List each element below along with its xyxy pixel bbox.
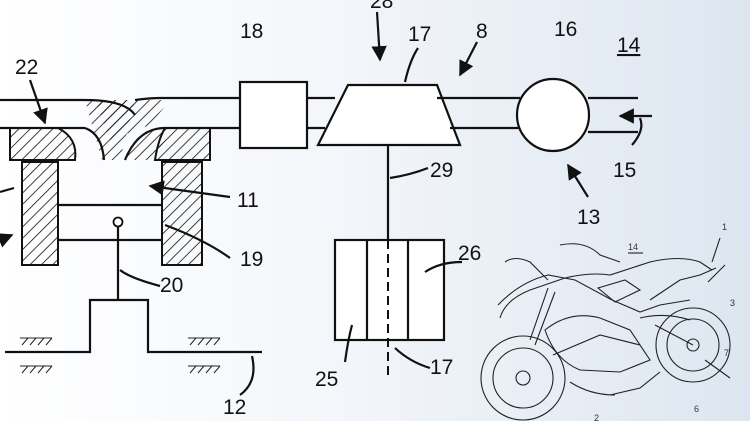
- moto-label-6: 6: [694, 404, 699, 414]
- moto-label-3: 3: [730, 298, 735, 308]
- label-12: 12: [223, 396, 246, 419]
- label-22: 22: [15, 56, 38, 79]
- pipe-18-to-28: [307, 96, 335, 130]
- motorcycle-illustration: [480, 237, 731, 421]
- crank-rod: [5, 227, 262, 374]
- label-26: 26: [458, 242, 481, 265]
- label-8: 8: [476, 20, 488, 43]
- pipe-28-to-16: [437, 96, 520, 130]
- label-29: 29: [430, 159, 453, 182]
- moto-label-7: 7: [724, 348, 729, 358]
- label-20: 20: [160, 274, 183, 297]
- ground-symbol-right: [188, 337, 221, 374]
- compressor-circle-16: [515, 77, 591, 153]
- label-14: 14: [617, 34, 641, 57]
- cylinder: [21, 161, 203, 266]
- pipe-16-right: [588, 96, 638, 134]
- label-18: 18: [240, 20, 263, 43]
- label-25: 25: [315, 368, 338, 391]
- valve-22: [9, 127, 211, 161]
- generator-25-26: [333, 238, 446, 378]
- label-19: 19: [240, 248, 263, 271]
- label-28: 28: [370, 0, 393, 13]
- label-17: 17: [408, 23, 431, 46]
- ground-symbol-left: [20, 337, 53, 374]
- label-13: 13: [577, 206, 600, 229]
- label-17-bottom: 17: [430, 356, 453, 379]
- turbine-trapezoid-28: [316, 83, 462, 147]
- moto-label-14: 14: [628, 242, 638, 252]
- moto-label-2: 2: [594, 413, 599, 421]
- label-11: 11: [237, 189, 259, 212]
- component-18-box: [238, 80, 309, 150]
- label-15: 15: [613, 159, 636, 182]
- leader-lines: [0, 11, 652, 396]
- moto-label-1: 1: [722, 222, 727, 232]
- label-16: 16: [554, 18, 577, 41]
